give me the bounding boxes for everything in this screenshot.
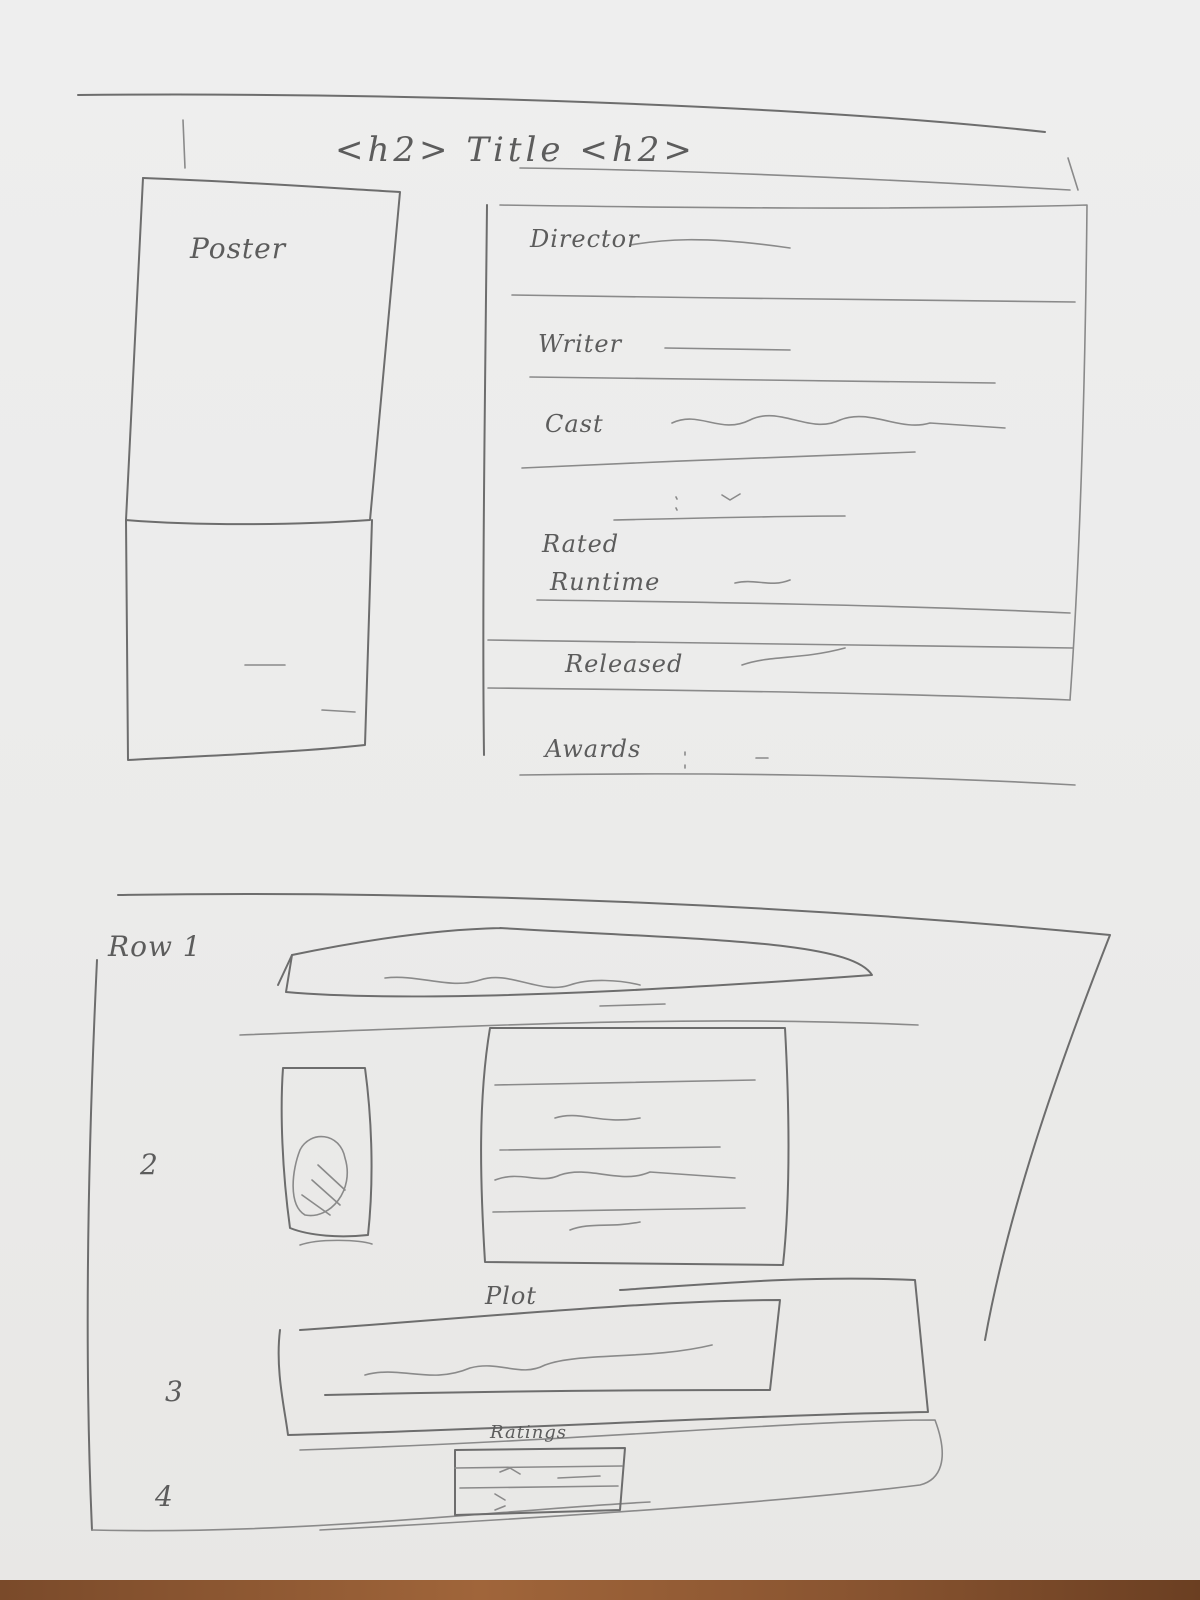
ratings-label: Ratings — [490, 1422, 568, 1443]
field-director-label: Director — [530, 225, 640, 253]
poster-box-left — [125, 177, 144, 521]
field-separator — [529, 376, 996, 384]
field-separator — [511, 294, 1076, 303]
row3-outer — [277, 1277, 929, 1436]
field-cast-label: Cast — [545, 410, 604, 438]
field-writer-label: Writer — [538, 330, 623, 358]
row2-image-caption — [299, 1239, 373, 1246]
poster-box — [125, 177, 401, 761]
rated-value-mark — [721, 493, 741, 501]
field-separator — [519, 773, 1076, 786]
row2-text-card — [480, 1027, 790, 1266]
row1-squiggle — [384, 976, 641, 989]
header-top-line — [77, 93, 1046, 133]
row4-mark — [494, 1493, 506, 1511]
poster-dots — [321, 709, 356, 713]
info-panel-left — [482, 204, 488, 756]
row4-line — [454, 1465, 623, 1469]
row4-ratings-box — [454, 1447, 626, 1516]
field-runtime-label: Runtime — [550, 568, 661, 596]
row2-line — [494, 1079, 756, 1086]
row2-line — [554, 1114, 641, 1121]
director-value-line — [629, 238, 791, 249]
row2-portrait-icon — [292, 1135, 348, 1217]
row3-squiggle — [364, 1344, 713, 1376]
rows-section-left — [86, 959, 98, 1531]
row3-plot-box — [299, 1299, 781, 1396]
row4-mark — [499, 1467, 521, 1475]
row-3-label: 3 — [165, 1375, 184, 1408]
runtime-value-line — [734, 579, 791, 584]
field-rated-label: Rated — [542, 530, 620, 558]
row2-line — [494, 1171, 736, 1181]
field-separator — [521, 451, 916, 469]
row2-line — [499, 1146, 721, 1151]
row2-line — [569, 1221, 641, 1231]
field-separator — [613, 515, 846, 521]
row1-separator — [239, 1020, 919, 1036]
rows-section-bottom — [91, 1501, 651, 1532]
row4-mark — [557, 1475, 601, 1479]
header-right-edge — [1067, 157, 1079, 191]
row1-edge — [277, 954, 293, 986]
info-panel-frame — [499, 204, 1088, 701]
field-released-label: Released — [565, 650, 684, 678]
page-title-sketch: <h2> Title <h2> — [335, 130, 696, 170]
field-separator — [487, 687, 1071, 701]
row2-line — [492, 1207, 746, 1213]
field-separator — [536, 599, 1071, 614]
field-separator — [487, 639, 1074, 649]
rows-section-frame — [117, 893, 1111, 1341]
row4-line — [459, 1485, 619, 1489]
writer-value-line — [664, 347, 791, 351]
row-2-label: 2 — [140, 1148, 159, 1181]
row4-outer — [299, 1419, 943, 1531]
row-1-label: Row 1 — [108, 930, 202, 963]
field-awards-label: Awards — [545, 735, 642, 763]
row-4-label: 4 — [155, 1480, 174, 1513]
row1-shape — [285, 927, 873, 998]
plot-label: Plot — [485, 1282, 537, 1310]
table-surface — [0, 1580, 1200, 1600]
header-bottom-line — [519, 167, 1071, 191]
row1-mark — [599, 1003, 666, 1007]
cast-value-line — [671, 414, 1006, 429]
row2-image-card — [280, 1067, 373, 1238]
header-left-edge — [182, 119, 186, 169]
colon-mark — [675, 496, 678, 511]
poster-label: Poster — [190, 232, 287, 265]
released-value-line — [741, 647, 846, 666]
